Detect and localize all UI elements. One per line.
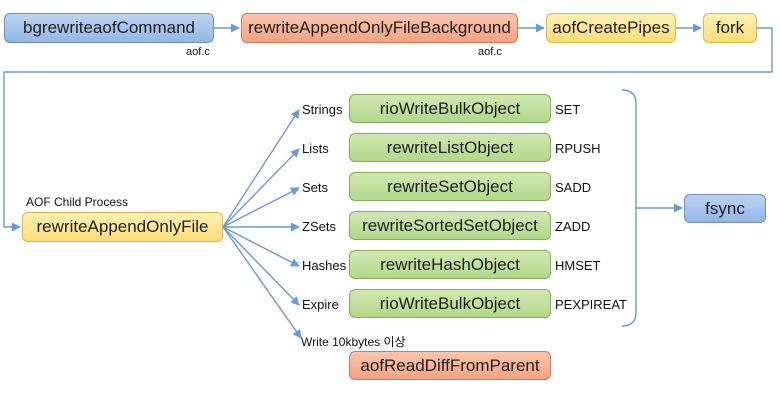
- function-box-expire: rioWriteBulkObject: [349, 289, 551, 318]
- diff-write-label: Write 10kbytes 이상: [301, 335, 406, 349]
- function-box-lists: rewriteListObject: [349, 133, 551, 162]
- rewrite-append-only-file-box: rewriteAppendOnlyFile: [22, 212, 223, 242]
- arrow-child-strings: [222, 109, 300, 228]
- function-box-zsets: rewriteSortedSetObject: [349, 211, 551, 240]
- type-label-hashes: Hashes: [302, 258, 347, 273]
- type-label-lists: Lists: [302, 141, 329, 156]
- file-note-bgrewrite: aof.c: [186, 46, 210, 58]
- arrow-child-sets: [222, 187, 300, 228]
- type-label-strings: Strings: [302, 102, 343, 117]
- fork-label: fork: [715, 18, 745, 37]
- rewrite-append-only-file-label: rewriteAppendOnlyFile: [36, 217, 209, 236]
- arrow-child-lists: [222, 148, 300, 228]
- command-bracket: [621, 89, 637, 327]
- function-box-hashes: rewriteHashObject: [349, 250, 551, 279]
- type-label-expire: Expire: [302, 297, 339, 312]
- function-label-strings: rioWriteBulkObject: [379, 98, 521, 118]
- command-label-zsets: ZADD: [555, 219, 591, 234]
- command-label-expire: PEXPIREAT: [555, 297, 628, 312]
- aof-create-pipes-box: aofCreatePipes: [546, 13, 676, 43]
- function-box-sets: rewriteSetObject: [349, 172, 551, 201]
- function-box-strings: rioWriteBulkObject: [349, 94, 551, 123]
- bgrewriteaof-command-box: bgrewriteaofCommand: [4, 13, 214, 43]
- command-label-lists: RPUSH: [555, 141, 601, 156]
- arrow-child-diff: [222, 226, 302, 339]
- command-label-hashes: HMSET: [555, 258, 601, 273]
- command-label-sets: SADD: [555, 180, 592, 195]
- type-label-zsets: ZSets: [302, 219, 336, 234]
- fsync-label: fsync: [705, 198, 745, 218]
- rewrite-background-label: rewriteAppendOnlyFileBackground: [248, 18, 511, 37]
- aof-create-pipes-label: aofCreatePipes: [552, 18, 670, 37]
- child-process-caption: AOF Child Process: [26, 195, 129, 209]
- function-label-zsets: rewriteSortedSetObject: [362, 215, 538, 235]
- arrow-fork-to-child: [3, 27, 773, 232]
- aof-read-diff-label: aofReadDiffFromParent: [360, 355, 540, 375]
- bgrewriteaof-command-label: bgrewriteaofCommand: [23, 18, 195, 37]
- function-label-hashes: rewriteHashObject: [380, 254, 520, 274]
- fork-box: fork: [703, 13, 757, 43]
- file-note-background: aof.c: [478, 46, 502, 58]
- function-label-expire: rioWriteBulkObject: [379, 293, 521, 313]
- arrow-child-expire: [222, 226, 300, 306]
- function-label-lists: rewriteListObject: [386, 137, 514, 157]
- rewrite-background-box: rewriteAppendOnlyFileBackground: [241, 13, 518, 43]
- command-label-strings: SET: [555, 102, 581, 117]
- aof-read-diff-box: aofReadDiffFromParent: [349, 351, 551, 380]
- function-label-sets: rewriteSetObject: [387, 176, 513, 196]
- fsync-box: fsync: [684, 194, 766, 223]
- arrow-child-hashes: [222, 226, 300, 267]
- type-label-sets: Sets: [302, 180, 329, 195]
